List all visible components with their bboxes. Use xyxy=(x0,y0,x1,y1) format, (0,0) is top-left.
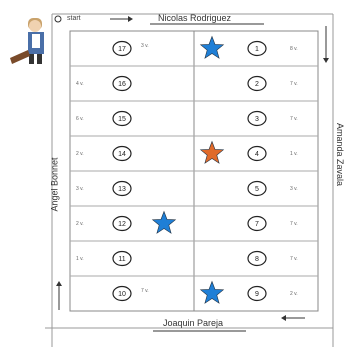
right-cell-8-side: 7 v. xyxy=(290,255,298,262)
right-cell-7-side: 7 v. xyxy=(290,220,298,227)
right-cell-4-side: 1 v. xyxy=(290,150,298,157)
player-left: Angel Bonnet xyxy=(49,157,60,212)
left-cell-16-oval xyxy=(112,75,132,92)
right-cell-4-oval xyxy=(247,145,267,162)
arrow-left-icon xyxy=(56,281,62,310)
right-cell-5-oval xyxy=(247,180,267,197)
right-column-cells: 1 2 3 4 5 7 8 9 xyxy=(247,40,267,302)
right-cell-5-side: 3 v. xyxy=(290,185,298,192)
right-cell-9-side: 2 v. xyxy=(290,290,298,297)
left-cell-15-oval xyxy=(112,110,132,127)
left-cell-17-oval xyxy=(112,40,132,57)
right-cell-8-number: 8 xyxy=(255,256,259,263)
left-cell-15-side: 6 v. xyxy=(76,115,84,122)
right-cell-3-side: 7 v. xyxy=(290,115,298,122)
arrow-right-icon xyxy=(323,26,329,63)
right-cell-7-oval xyxy=(247,215,267,232)
left-cell-10-number: 10 xyxy=(118,291,126,298)
player-right: Amanda Zavala xyxy=(335,122,345,187)
right-cell-1-number: 1 xyxy=(255,46,259,53)
left-cell-12-oval xyxy=(112,215,132,232)
player-bottom: Joaquin Pareja xyxy=(163,318,224,328)
right-cell-9-oval xyxy=(247,285,267,302)
right-cell-5-number: 5 xyxy=(255,186,259,193)
left-cell-10-note: 7 v. xyxy=(141,287,149,294)
left-cell-11-side: 1 v. xyxy=(76,255,84,262)
left-cell-14-number: 14 xyxy=(118,151,126,158)
left-cell-12-side: 2 v. xyxy=(76,220,84,227)
right-cell-3-oval xyxy=(247,110,267,127)
left-cell-13-oval xyxy=(112,180,132,197)
left-cell-16-number: 16 xyxy=(118,81,126,88)
right-cell-1-oval xyxy=(247,40,267,57)
left-cell-17-note: 3 v. xyxy=(141,42,149,49)
right-cell-4-number: 4 xyxy=(255,151,259,158)
right-cell-2-oval xyxy=(247,75,267,92)
left-cell-12-number: 12 xyxy=(118,221,126,228)
star-icon-3 xyxy=(199,280,225,304)
left-column-cells: 17 16 15 14 13 12 11 10 xyxy=(112,40,132,302)
left-cell-11-oval xyxy=(112,250,132,267)
star-icon-1 xyxy=(199,140,225,164)
right-cell-9-number: 9 xyxy=(255,291,259,298)
right-cell-8-oval xyxy=(247,250,267,267)
start-label: start xyxy=(67,15,81,22)
left-cell-16-side: 4 v. xyxy=(76,80,84,87)
star-icon-2 xyxy=(151,210,177,234)
left-cell-14-side: 2 v. xyxy=(76,150,84,157)
left-cell-10-oval xyxy=(112,285,132,302)
right-cell-3-number: 3 xyxy=(255,116,259,123)
left-cell-13-side: 3 v. xyxy=(76,185,84,192)
arrow-bottom-icon xyxy=(281,315,305,321)
left-cell-11-number: 11 xyxy=(118,256,125,263)
left-cell-14-oval xyxy=(112,145,132,162)
right-cell-1-side: 8 v. xyxy=(290,45,298,52)
right-cell-7-number: 7 xyxy=(255,221,259,228)
teacher-figure-icon xyxy=(10,18,44,64)
board-grid xyxy=(69,30,319,312)
star-markers xyxy=(151,35,225,304)
left-cell-15-number: 15 xyxy=(118,116,126,123)
player-top: Nicolas Rodriguez xyxy=(158,13,232,23)
left-cell-13-number: 13 xyxy=(118,186,126,193)
right-cell-2-side: 7 v. xyxy=(290,80,298,87)
arrow-top-icon xyxy=(110,16,133,22)
left-cell-17-number: 17 xyxy=(118,46,126,53)
star-icon-0 xyxy=(199,35,225,59)
right-cell-2-number: 2 xyxy=(255,81,259,88)
